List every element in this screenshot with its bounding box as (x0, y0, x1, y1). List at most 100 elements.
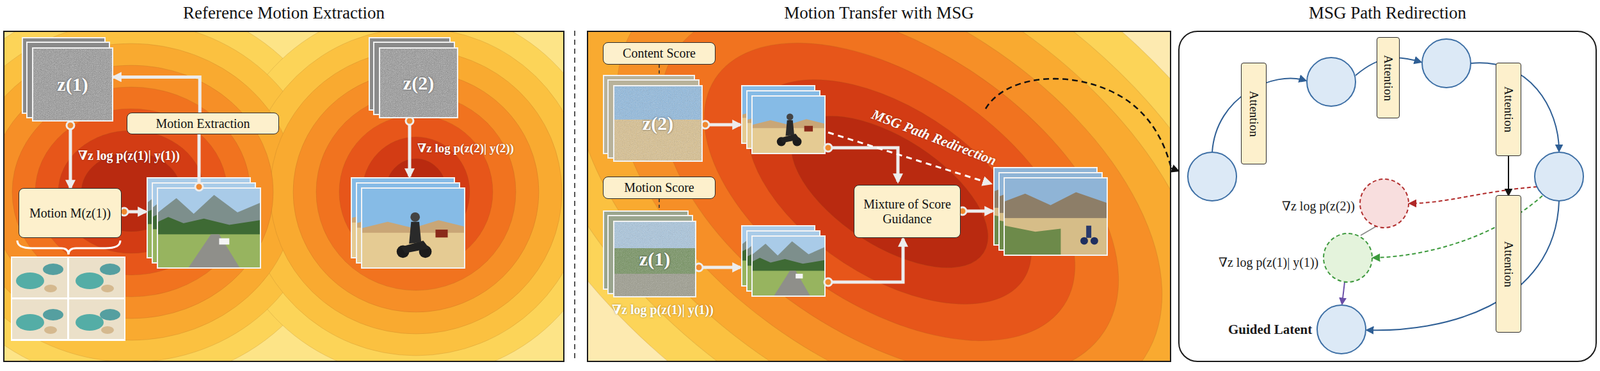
redirect-curve (985, 78, 1172, 169)
motion-map (10, 256, 126, 342)
attention-box: Attention (1376, 37, 1400, 119)
illustration-part (774, 270, 811, 296)
node-label: Content Score (622, 46, 696, 61)
video-frame-stack (993, 167, 1108, 256)
illustration-part (435, 229, 448, 238)
annotation-label: ∇z log p(z(2)| y(2)) (417, 141, 514, 157)
node-label: Attention (1501, 86, 1516, 133)
illustration-part (270, 49, 562, 335)
latent-circle (1422, 39, 1471, 88)
illustration-part (69, 299, 125, 340)
latent-circle (1317, 305, 1366, 354)
latent-circle (1187, 152, 1237, 201)
illustration-part (42, 309, 64, 321)
illustration-part (1003, 177, 1108, 256)
illustration-part (3, 43, 297, 341)
latent-circle (1306, 57, 1356, 107)
illustration-part (1004, 218, 1107, 255)
connector (658, 64, 660, 86)
illustration-part (1086, 225, 1092, 239)
illustration-part (1080, 237, 1088, 246)
illustration-part (752, 236, 825, 296)
illustration-part (99, 309, 121, 321)
latent-stack: z(1) (32, 47, 114, 122)
illustration-part (586, 30, 1172, 363)
illustration-part (339, 115, 493, 269)
node-label: Motion Score (624, 180, 694, 196)
node-label: z(1) (639, 248, 671, 271)
latent-circle (1534, 152, 1584, 201)
annotation-label: MSG Path Redirection (869, 106, 999, 170)
video-frame-stack (146, 177, 262, 269)
arrow-line (698, 266, 741, 270)
arrow-line (828, 147, 898, 182)
illustration-part (1090, 237, 1099, 246)
attention-box: Attention (1240, 62, 1267, 165)
connector (113, 76, 200, 113)
illustration-part (101, 326, 114, 335)
latent-stack: z(1) (613, 220, 697, 298)
node-label: z(2) (403, 72, 434, 95)
video-frame-stack (741, 225, 826, 297)
illustration-part (408, 222, 422, 244)
illustration-part (218, 238, 230, 245)
annotation-label: Guided Latent (1228, 321, 1312, 338)
illustration-part (69, 257, 125, 298)
illustration-part (44, 326, 57, 335)
illustration-part (752, 96, 825, 153)
arrow-line (828, 238, 904, 283)
illustration-part (156, 187, 262, 269)
video-frame-stack (350, 177, 466, 269)
node-label: z(1) (56, 73, 88, 96)
latent-circle (1360, 179, 1409, 228)
node-label: Attention (1246, 90, 1261, 137)
illustration-part (751, 235, 826, 297)
illustration-part (247, 30, 565, 356)
video-frame (751, 235, 826, 297)
illustration-part (44, 284, 57, 293)
attention-box: Attention (1495, 62, 1522, 157)
panel-ground (1178, 30, 1597, 363)
illustration-part (224, 30, 565, 363)
score-contour-map (3, 30, 565, 363)
illustration-part (158, 234, 260, 268)
process-box: Content Score (602, 42, 716, 65)
annotation-label: ∇z log p(z(1)| y(1)) (1218, 254, 1319, 271)
connector (69, 122, 73, 189)
illustration-part (16, 272, 45, 290)
node-label: Motion Extraction (155, 116, 250, 132)
connector (1171, 168, 1179, 171)
illustration-part (12, 299, 68, 340)
brace (17, 240, 121, 255)
illustration-part (795, 273, 803, 279)
illustration-part (786, 113, 794, 121)
illustration-part (75, 272, 104, 290)
illustration-part (362, 188, 464, 268)
arrow-line (197, 133, 201, 187)
illustration-part (316, 93, 516, 291)
flow-curve (1342, 282, 1345, 304)
illustration-part (1004, 178, 1107, 255)
panel: Motion Transfer with MSGContent Scorez(2… (586, 30, 1172, 363)
process-box: Motion Extraction (126, 112, 280, 135)
illustration-part (1004, 192, 1107, 221)
panel-title: Reference Motion Extraction (183, 3, 385, 24)
illustration-part (3, 30, 320, 363)
start-dot (66, 121, 75, 130)
panel: MSG Path RedirectionAttentionAttentionAt… (1178, 30, 1597, 363)
illustration-part (752, 270, 825, 296)
arrow-line (705, 123, 741, 127)
illustration-part (16, 314, 45, 331)
illustration-part (586, 30, 1172, 363)
arrow-line (408, 120, 412, 177)
panel-title: MSG Path Redirection (1308, 3, 1467, 24)
start-dot (824, 278, 832, 287)
node-label: z(2) (642, 112, 674, 135)
illustration-part (99, 263, 121, 276)
illustration-part (10, 256, 126, 342)
connector (1507, 156, 1510, 196)
node-label: Mixture of Score Guidance (860, 197, 955, 227)
